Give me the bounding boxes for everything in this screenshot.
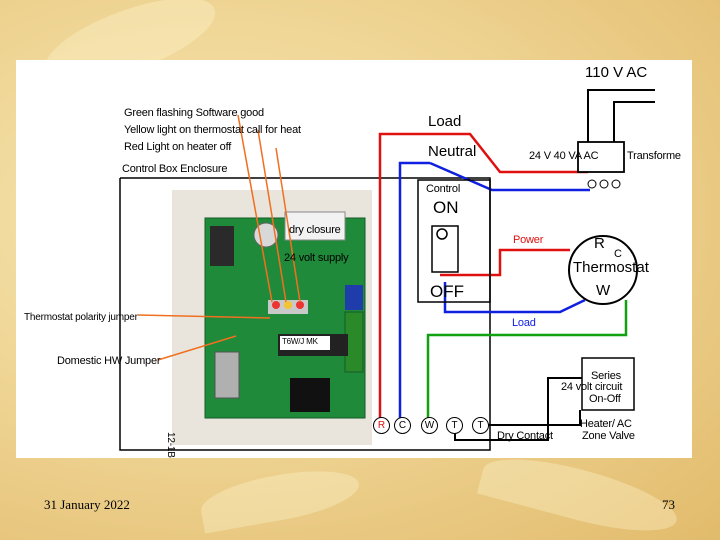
label-load-top: Load — [428, 113, 462, 130]
footer-date: 31 January 2022 — [44, 497, 130, 512]
label-zone-valve: Zone Valve — [582, 430, 635, 442]
red-wire-transformer — [422, 132, 588, 174]
label-control: Control — [426, 183, 461, 195]
black-wire-series-1 — [454, 377, 590, 441]
transformer-terminal — [587, 179, 597, 189]
led-green — [272, 301, 280, 309]
blue-wire-neutral — [398, 161, 430, 420]
leader-hw-jumper — [157, 335, 237, 361]
leader-yellow — [257, 129, 287, 303]
label-polarity-jumper: Thermostat polarity jumper — [24, 312, 138, 323]
label-hw-jumper: Domestic HW Jumper — [57, 355, 161, 367]
capacitor — [253, 222, 279, 248]
label-dry-closure: dry closure — [289, 224, 341, 236]
label-neutral: Neutral — [428, 143, 477, 160]
chip-label — [280, 336, 330, 350]
label-heater: Heater/ AC — [580, 418, 632, 430]
label-110v-ac: 110 V AC — [585, 64, 648, 81]
label-power: Power — [513, 234, 544, 246]
terminal-block-left — [210, 226, 234, 266]
leader-polarity — [137, 314, 271, 319]
label-chip: T6W/J MK — [282, 337, 318, 346]
label-green-flashing: Green flashing Software good — [124, 107, 264, 119]
terminal-block-right — [345, 285, 363, 310]
thermostat-circle — [568, 235, 638, 305]
label-on: ON — [433, 198, 459, 217]
label-enclosure: Control Box Enclosure — [122, 163, 228, 175]
led-red — [296, 301, 304, 309]
label-board-note: 12-1B — [165, 432, 176, 458]
label-off: OFF — [430, 282, 464, 301]
terminal-t2: T — [472, 417, 489, 434]
black-wire-ac1 — [587, 89, 655, 150]
label-series: Series — [591, 370, 621, 382]
label-load-bottom: Load — [512, 317, 536, 329]
enclosure-outline — [119, 177, 491, 451]
page-number: 73 — [662, 497, 675, 512]
terminal-c: C — [394, 417, 411, 434]
black-wire-ac2 — [613, 101, 655, 150]
terminal-t1: T — [446, 417, 463, 434]
leader-red — [275, 147, 301, 303]
red-wire-power — [440, 248, 570, 277]
blue-wire-load — [443, 282, 586, 314]
transformer-terminal — [599, 179, 609, 189]
switch-knob — [436, 228, 448, 240]
db9-connector — [214, 351, 240, 399]
green-wire — [426, 300, 628, 420]
relay-dry-closure — [284, 211, 346, 241]
label-24v-circuit: 24 volt circuit — [561, 381, 623, 393]
label-thermostat-c: C — [614, 248, 622, 260]
relay-black — [290, 378, 330, 412]
label-thermostat-r: R — [594, 235, 605, 252]
red-wire-load — [378, 132, 422, 420]
label-thermostat-w: W — [596, 282, 611, 299]
label-red-light: Red Light on heater off — [124, 141, 232, 153]
label-24v-supply: 24 volt supply — [284, 252, 349, 264]
blue-wire-transformer — [429, 161, 590, 192]
label-transformer-rating: 24 V 40 VA AC — [529, 150, 599, 162]
led-yellow — [284, 301, 292, 309]
label-on-off: On-Off — [589, 393, 621, 405]
terminal-r: R — [373, 417, 390, 434]
transformer-terminal — [611, 179, 621, 189]
label-transformer: Transforme — [627, 150, 681, 162]
switch-outline — [417, 179, 491, 303]
label-dry-contact: Dry Contact — [497, 430, 553, 442]
leader-green — [237, 114, 273, 303]
black-wire-series-2 — [481, 410, 581, 430]
terminal-w: W — [421, 417, 438, 434]
label-yellow-light: Yellow light on thermostat call for heat — [124, 124, 301, 136]
label-thermostat: Thermostat — [573, 259, 649, 276]
transformer-body — [577, 141, 625, 173]
series-box — [581, 357, 635, 411]
